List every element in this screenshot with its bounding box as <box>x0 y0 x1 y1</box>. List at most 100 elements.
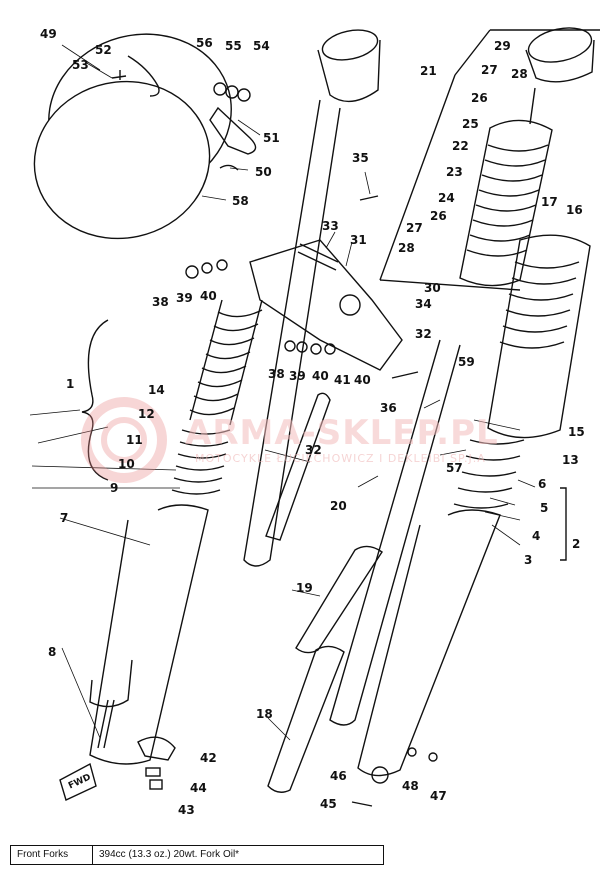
label-8: 8 <box>48 645 57 659</box>
bracket-1 <box>81 319 109 481</box>
label-5: 5 <box>540 501 549 515</box>
label-13: 13 <box>562 453 579 467</box>
label-28b: 28 <box>398 241 415 255</box>
label-10: 10 <box>118 457 135 471</box>
label-2: 2 <box>572 537 581 551</box>
label-46: 46 <box>330 769 347 783</box>
label-56: 56 <box>196 36 213 50</box>
label-35: 34 <box>415 297 432 311</box>
label-22: 22 <box>452 139 469 153</box>
label-58: 58 <box>232 194 249 208</box>
clamp-42 <box>137 736 176 761</box>
washer-39a <box>201 262 213 274</box>
label-15: 15 <box>568 425 585 439</box>
stem-hole <box>339 294 361 316</box>
bolt-45 <box>351 801 373 807</box>
spec-value: 394cc (13.3 oz.) 20wt. Fork Oil* <box>99 849 240 860</box>
label-26a: 26 <box>471 91 488 105</box>
label-45: 45 <box>320 797 337 811</box>
label-36: 35 <box>352 151 369 165</box>
cylinder-20 <box>329 339 461 726</box>
left-slider <box>89 504 209 765</box>
label-40b: 40 <box>312 369 329 383</box>
oil-spec-table: Front Forks 394cc (13.3 oz.) 20wt. Fork … <box>10 845 384 865</box>
label-30: 30 <box>424 281 441 295</box>
label-14: 14 <box>148 383 165 397</box>
label-7: 7 <box>60 511 69 525</box>
nut-56 <box>213 82 227 96</box>
bolt-36 <box>359 195 379 201</box>
right-slider <box>357 509 501 777</box>
watermark-subtitle: MOTOCYKLE ŁUCIECHOWICZ I DEKLEIBI SP.J.A <box>195 452 486 465</box>
tube-32 <box>265 392 331 541</box>
label-27a: 27 <box>481 63 498 77</box>
cap-right-body <box>525 39 595 83</box>
label-12: 12 <box>138 407 155 421</box>
bracket-21 <box>379 29 600 291</box>
bolt-54 <box>237 88 251 102</box>
washer-38a <box>185 265 199 279</box>
label-29: 29 <box>494 39 511 53</box>
label-23: 23 <box>446 165 463 179</box>
washer-55 <box>225 85 239 99</box>
cap-left-body <box>317 39 381 103</box>
washer-44 <box>145 767 161 777</box>
label-34: 32 <box>415 327 432 341</box>
label-21: 21 <box>420 64 437 78</box>
label-43: 43 <box>178 803 195 817</box>
label-28a: 28 <box>511 67 528 81</box>
label-48: 48 <box>402 779 419 793</box>
label-26b: 26 <box>430 209 447 223</box>
leader-lines <box>29 44 536 741</box>
headlight-visor <box>209 106 257 155</box>
label-20: 20 <box>330 499 347 513</box>
label-6: 6 <box>538 477 547 491</box>
label-41: 41 <box>334 373 351 387</box>
label-27b: 27 <box>406 221 423 235</box>
bolt-33 <box>297 243 339 271</box>
screw-47 <box>428 752 438 762</box>
damper-rod-top <box>529 87 536 125</box>
right-bellows-upper <box>459 119 553 287</box>
cap-left <box>321 29 379 61</box>
label-1: 1 <box>66 377 75 391</box>
inner-tube-left <box>243 99 341 567</box>
right-spring <box>453 439 525 509</box>
label-39b: 39 <box>289 369 306 383</box>
axle-bolt-8 <box>97 699 115 749</box>
label-51: 51 <box>263 131 280 145</box>
watermark-title: ARMA-SKLEP.PL <box>185 413 499 453</box>
label-40c: 40 <box>354 373 371 387</box>
label-11: 11 <box>126 433 143 447</box>
label-55: 55 <box>225 39 242 53</box>
label-25: 25 <box>462 117 479 131</box>
label-19: 19 <box>296 581 313 595</box>
label-57: 57 <box>446 461 463 475</box>
label-38b: 38 <box>268 367 285 381</box>
nut-40a <box>216 259 228 271</box>
label-53: 53 <box>72 58 89 72</box>
label-33: 33 <box>322 219 339 233</box>
outer-boot-right <box>487 234 591 439</box>
label-39a: 39 <box>176 291 193 305</box>
label-17: 17 <box>541 195 558 209</box>
left-spring <box>171 429 231 495</box>
label-32: 32 <box>305 443 322 457</box>
label-37: 36 <box>380 401 397 415</box>
screw-53 <box>111 70 127 80</box>
label-47: 47 <box>430 789 447 803</box>
bracket-2 <box>560 487 567 561</box>
right-bellows-rings <box>466 144 549 257</box>
label-4: 4 <box>532 529 541 543</box>
label-31: 31 <box>350 233 367 247</box>
fwd-arrow <box>59 762 97 801</box>
tube-18 <box>267 645 345 793</box>
label-24: 24 <box>438 191 455 205</box>
label-49: 49 <box>40 27 57 41</box>
nut-43 <box>149 779 163 790</box>
left-slider-lower <box>89 659 133 708</box>
label-50: 50 <box>255 165 272 179</box>
label-38a: 38 <box>152 295 169 309</box>
label-16: 16 <box>566 203 583 217</box>
